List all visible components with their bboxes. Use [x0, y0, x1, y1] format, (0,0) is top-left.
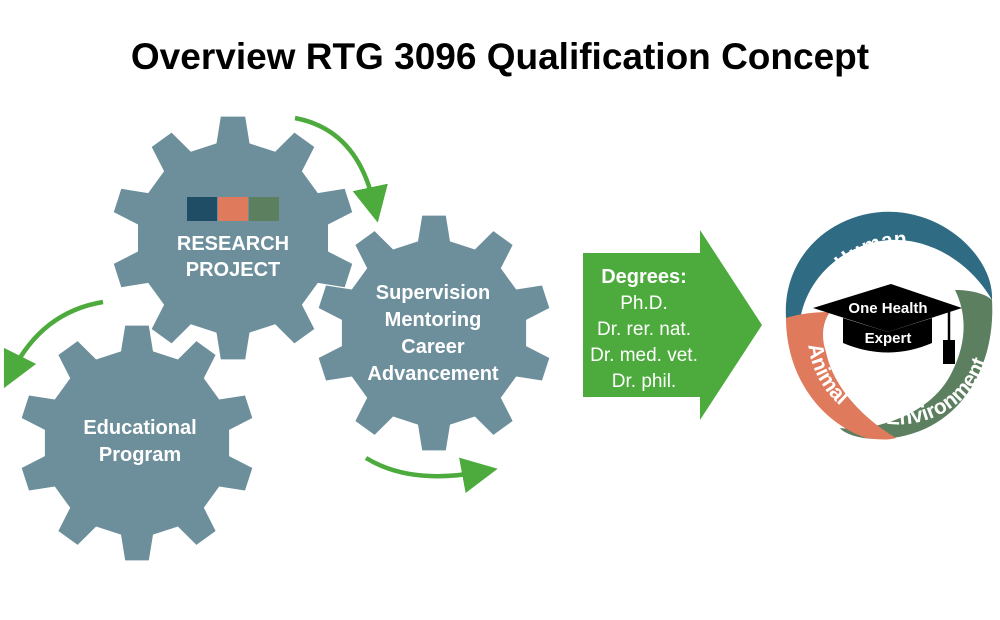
one-health-logo: Human Environment Animal One Health Expe… [785, 211, 993, 440]
educational-program-gear [21, 325, 253, 561]
research-project-gear [113, 116, 353, 360]
supervision-label-line1: Supervision [376, 282, 490, 304]
cycle-arrow-bottom [364, 456, 498, 493]
degrees-heading: Degrees: [601, 266, 687, 288]
degree-item: Dr. med. vet. [590, 345, 698, 366]
research-color-bar [187, 197, 279, 221]
research-label-line1: RESEARCH [177, 233, 289, 255]
cap-label-line1: One Health [848, 300, 927, 317]
supervision-label-line4: Advancement [367, 363, 498, 385]
research-label-line2: PROJECT [186, 259, 280, 281]
degree-item: Ph.D. [620, 293, 668, 314]
educational-label-line1: Educational [83, 417, 196, 439]
degree-item: Dr. phil. [612, 371, 676, 392]
cycle-arrow-top [294, 115, 388, 223]
degrees-arrow [583, 230, 762, 420]
human-ring-segment [785, 211, 993, 320]
supervision-label-line3: Career [401, 336, 465, 358]
diagram-title: Overview RTG 3096 Qualification Concept [130, 36, 870, 77]
supervision-gear [318, 215, 550, 451]
educational-label-line2: Program [99, 444, 181, 466]
animal-ring-segment [786, 312, 896, 440]
graduation-cap-icon [813, 284, 962, 364]
environment-ring-segment [840, 290, 993, 439]
cycle-arrow-left [3, 299, 104, 389]
cap-label-line2: Expert [865, 330, 912, 347]
supervision-label-line2: Mentoring [385, 309, 482, 331]
degree-item: Dr. rer. nat. [597, 319, 691, 340]
